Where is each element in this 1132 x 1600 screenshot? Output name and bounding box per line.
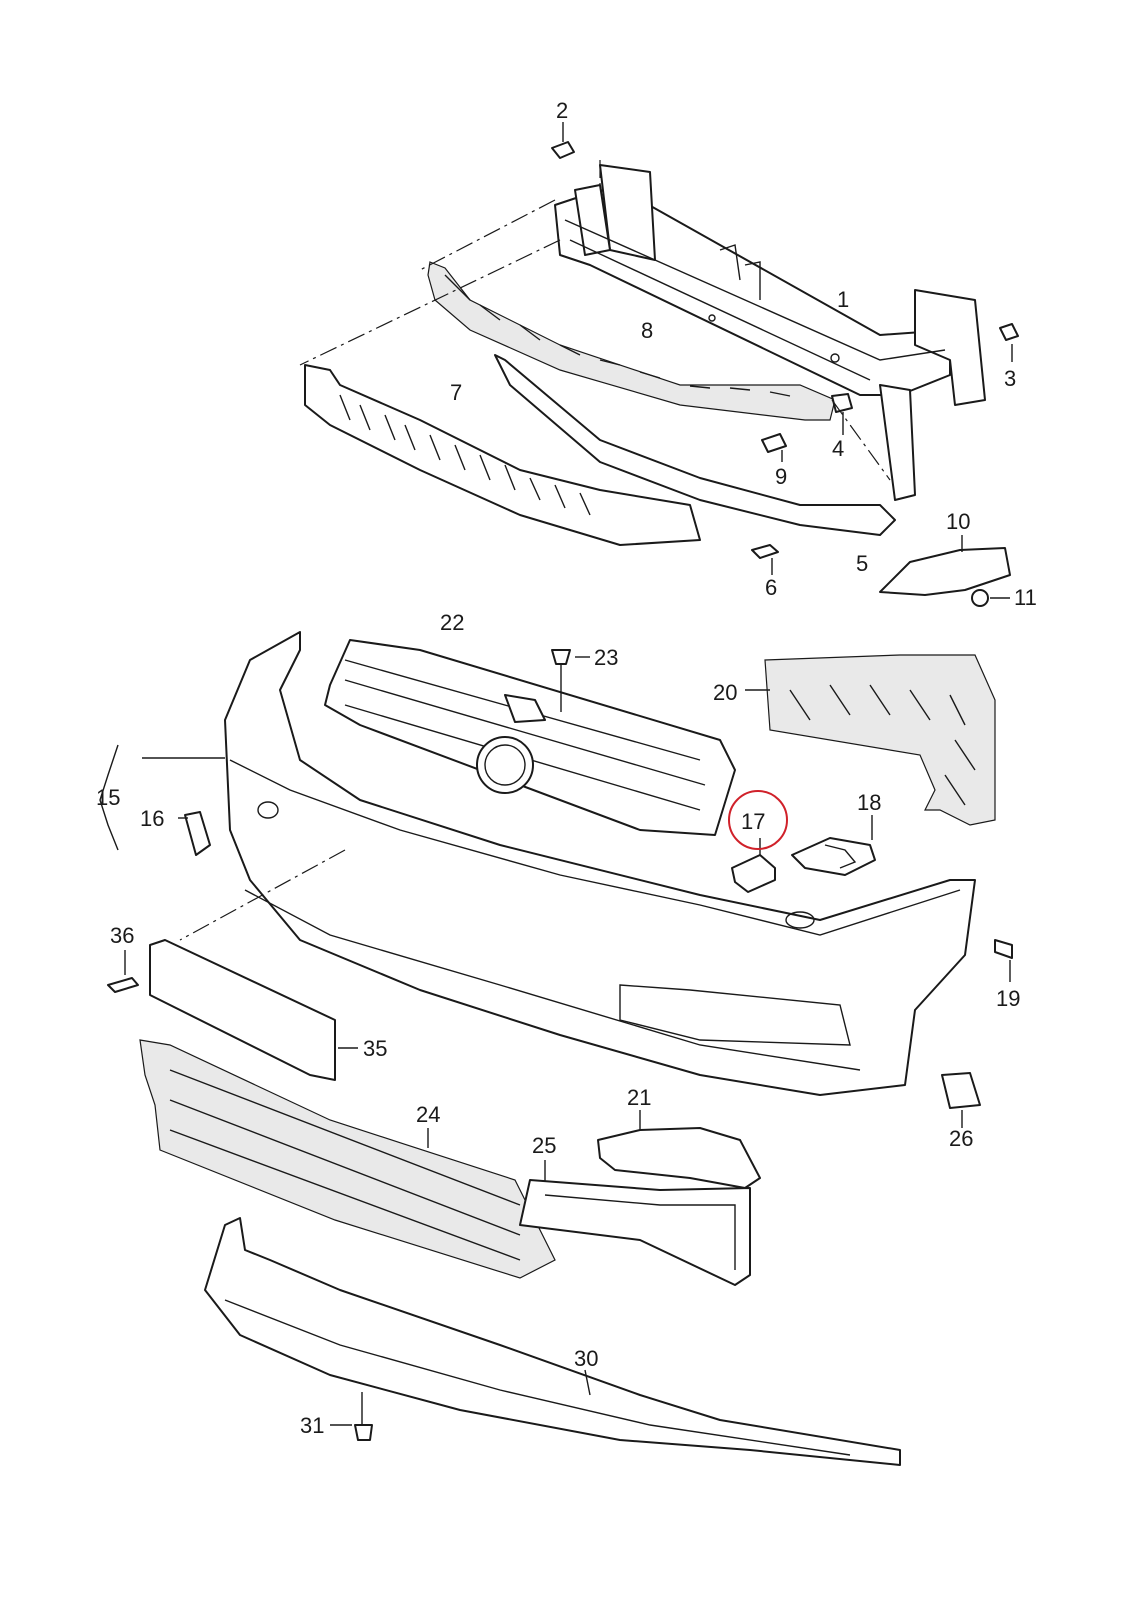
callout-19: 19 <box>996 986 1020 1011</box>
part-25-fog-bezel <box>519 1160 751 1286</box>
part-17-cover-cap <box>731 838 776 893</box>
part-24-lower-grille <box>139 1039 556 1279</box>
part-20-side-bracket <box>745 654 996 826</box>
part-26-bracket <box>941 1072 981 1128</box>
part-9-bolt <box>761 433 787 462</box>
part-8-mesh-strip <box>427 261 836 421</box>
callout-25: 25 <box>532 1133 556 1158</box>
part-31-screw <box>330 1392 373 1441</box>
callout-3: 3 <box>1004 366 1016 391</box>
part-10-bracket <box>879 535 1011 596</box>
callout-5: 5 <box>856 551 868 576</box>
callout-1: 1 <box>837 287 849 312</box>
callout-9: 9 <box>775 464 787 489</box>
callout-24: 24 <box>416 1102 440 1127</box>
highlight-ring-17 <box>728 790 788 850</box>
callout-35: 35 <box>363 1036 387 1061</box>
callout-18: 18 <box>857 790 881 815</box>
part-22-upper-grille <box>324 639 736 836</box>
part-19-bolt <box>994 939 1013 982</box>
callout-15: 15 <box>96 785 120 810</box>
part-23-screw <box>551 649 590 712</box>
part-35-license-plate-bracket <box>149 939 358 1081</box>
callout-20: 20 <box>713 680 737 705</box>
callout-labels: 2 1 3 8 7 4 9 10 5 6 11 22 23 20 15 18 1… <box>96 98 1037 1438</box>
part-1-bumper-beam <box>554 164 986 501</box>
part-15-bumper-cover <box>99 631 976 1096</box>
callout-4: 4 <box>832 436 844 461</box>
callout-7: 7 <box>450 380 462 405</box>
part-36-clip <box>107 950 139 993</box>
callout-17: 17 <box>741 809 765 834</box>
callout-36: 36 <box>110 923 134 948</box>
callout-10: 10 <box>946 509 970 534</box>
callout-8: 8 <box>641 318 653 343</box>
callout-21: 21 <box>627 1085 651 1110</box>
part-5-lower-strip <box>494 354 896 536</box>
callout-6: 6 <box>765 575 777 600</box>
part-3-bolt <box>999 323 1019 362</box>
part-11-nut <box>971 589 1010 607</box>
part-7-energy-absorber <box>304 364 701 546</box>
callout-23: 23 <box>594 645 618 670</box>
callout-16: 16 <box>140 806 164 831</box>
callout-22: 22 <box>440 610 464 635</box>
part-6-rivet <box>751 544 779 575</box>
callout-11: 11 <box>1014 585 1037 610</box>
part-18-trim-plate <box>791 815 876 876</box>
callout-26: 26 <box>949 1126 973 1151</box>
callout-30: 30 <box>574 1346 598 1371</box>
callout-2: 2 <box>556 98 568 123</box>
part-21-fog-bracket <box>597 1110 761 1189</box>
part-2-bolt <box>551 122 575 159</box>
part-16-tow-cap <box>178 811 211 856</box>
part-30-lower-spoiler <box>204 1217 901 1466</box>
callout-31: 31 <box>300 1413 324 1438</box>
